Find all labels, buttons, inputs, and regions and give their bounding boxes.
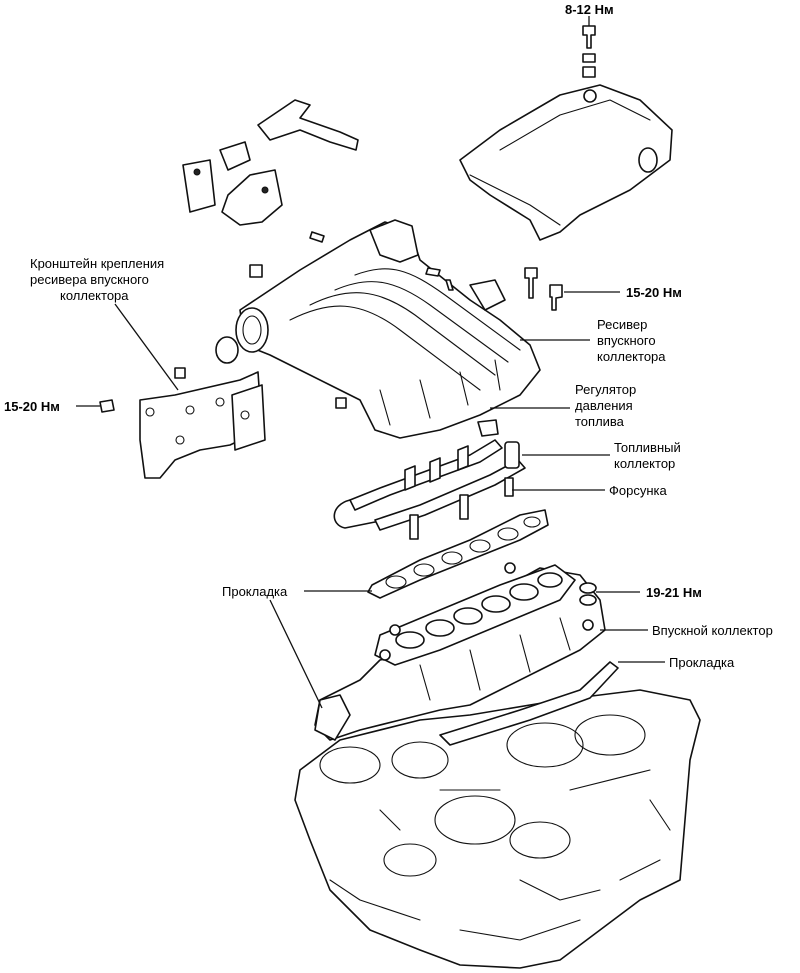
fasteners bbox=[99, 25, 597, 606]
injector-label: Форсунка bbox=[609, 483, 667, 498]
torque-label-cover-bolt: 8-12 Нм bbox=[565, 2, 614, 17]
torque-label-bracket-bolt: 15-20 Нм bbox=[4, 399, 60, 414]
receiver-label-line3: коллектора bbox=[597, 349, 666, 364]
receiver-label-line1: Ресивер bbox=[597, 317, 648, 332]
fuel-rail-label-line1: Топливный bbox=[614, 440, 681, 455]
engine-block bbox=[294, 689, 701, 969]
fuel-rail-label-line2: коллектор bbox=[614, 456, 676, 471]
regulator-label-line2: давления bbox=[575, 398, 633, 413]
fuel-rail-drawing bbox=[333, 419, 526, 540]
receiver-label-line2: впускного bbox=[597, 333, 656, 348]
pcv-hose-drawing bbox=[182, 99, 359, 226]
gasket-left-drawing bbox=[367, 509, 549, 599]
engine-cover-drawing bbox=[459, 84, 673, 241]
torque-label-manifold-nut: 19-21 Нм bbox=[646, 585, 702, 600]
leader-lines bbox=[76, 16, 665, 709]
receiver-bracket-drawing bbox=[139, 371, 266, 479]
bracket-label-line2: ресивера впускного bbox=[30, 272, 149, 287]
bracket-label-line3: коллектора bbox=[60, 288, 129, 303]
intake-manifold-label: Впускной коллектор bbox=[652, 623, 773, 638]
intake-receiver-drawing bbox=[215, 219, 541, 439]
regulator-label-line1: Регулятор bbox=[575, 382, 637, 397]
torque-label-receiver-bolt: 15-20 Нм bbox=[626, 285, 682, 300]
regulator-label-line3: топлива bbox=[575, 414, 624, 429]
intake-manifold-drawing bbox=[314, 562, 606, 741]
bracket-label-line1: Кронштейн крепления bbox=[30, 256, 165, 271]
gasket-right-label: Прокладка bbox=[669, 655, 735, 670]
gasket-left-label: Прокладка bbox=[222, 584, 288, 599]
gasket-right-drawing bbox=[439, 661, 619, 746]
